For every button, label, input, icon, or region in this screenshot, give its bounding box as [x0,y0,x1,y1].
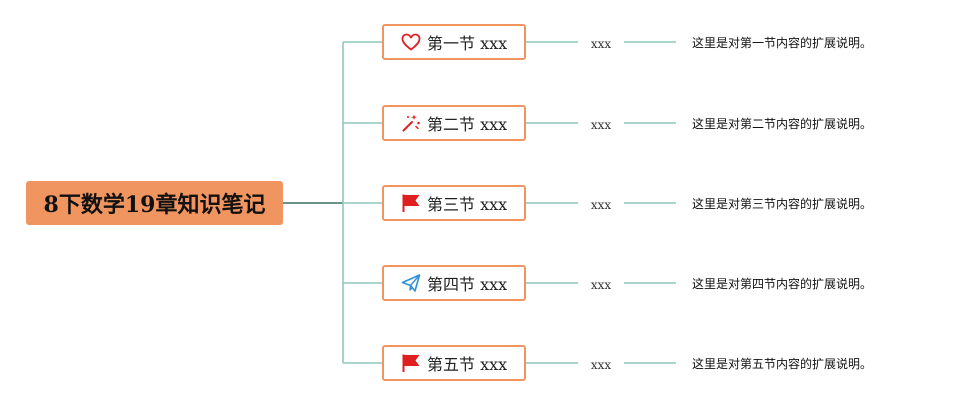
branch-label-2: 第二节 xxx [427,115,508,134]
branch-sub-5[interactable]: xxx [590,358,612,372]
branch-node-2[interactable]: 第二节 xxx [382,105,526,141]
red-flag-icon [400,192,422,214]
branch-note-5[interactable]: 这里是对第五节内容的扩展说明。 [692,357,873,371]
branch-node-5[interactable]: 第五节 xxx [382,345,526,381]
branch-node-1[interactable]: 第一节 xxx [382,24,526,60]
branch-label-5: 第五节 xxx [427,355,508,374]
root-topic-title: 8下数学19章知识笔记 [43,192,266,218]
branch-sub-3[interactable]: xxx [590,198,612,212]
magic-wand-icon [400,112,422,134]
branch-note-1[interactable]: 这里是对第一节内容的扩展说明。 [692,36,873,50]
branch-label-1: 第一节 xxx [427,34,508,53]
heart-icon [400,31,422,53]
branch-node-4[interactable]: 第四节 xxx [382,265,526,301]
branch-sub-2[interactable]: xxx [590,118,612,132]
branch-label-3: 第三节 xxx [427,195,508,214]
paper-plane-icon [400,272,422,294]
branch-label-4: 第四节 xxx [427,275,508,294]
branch-node-3[interactable]: 第三节 xxx [382,185,526,221]
branch-sub-4[interactable]: xxx [590,278,612,292]
branch-note-3[interactable]: 这里是对第三节内容的扩展说明。 [692,197,873,211]
branch-note-2[interactable]: 这里是对第二节内容的扩展说明。 [692,117,873,131]
branch-note-4[interactable]: 这里是对第四节内容的扩展说明。 [692,277,873,291]
root-topic[interactable]: 8下数学19章知识笔记 [26,181,283,225]
branch-sub-1[interactable]: xxx [590,37,612,51]
red-flag-icon [400,352,422,374]
